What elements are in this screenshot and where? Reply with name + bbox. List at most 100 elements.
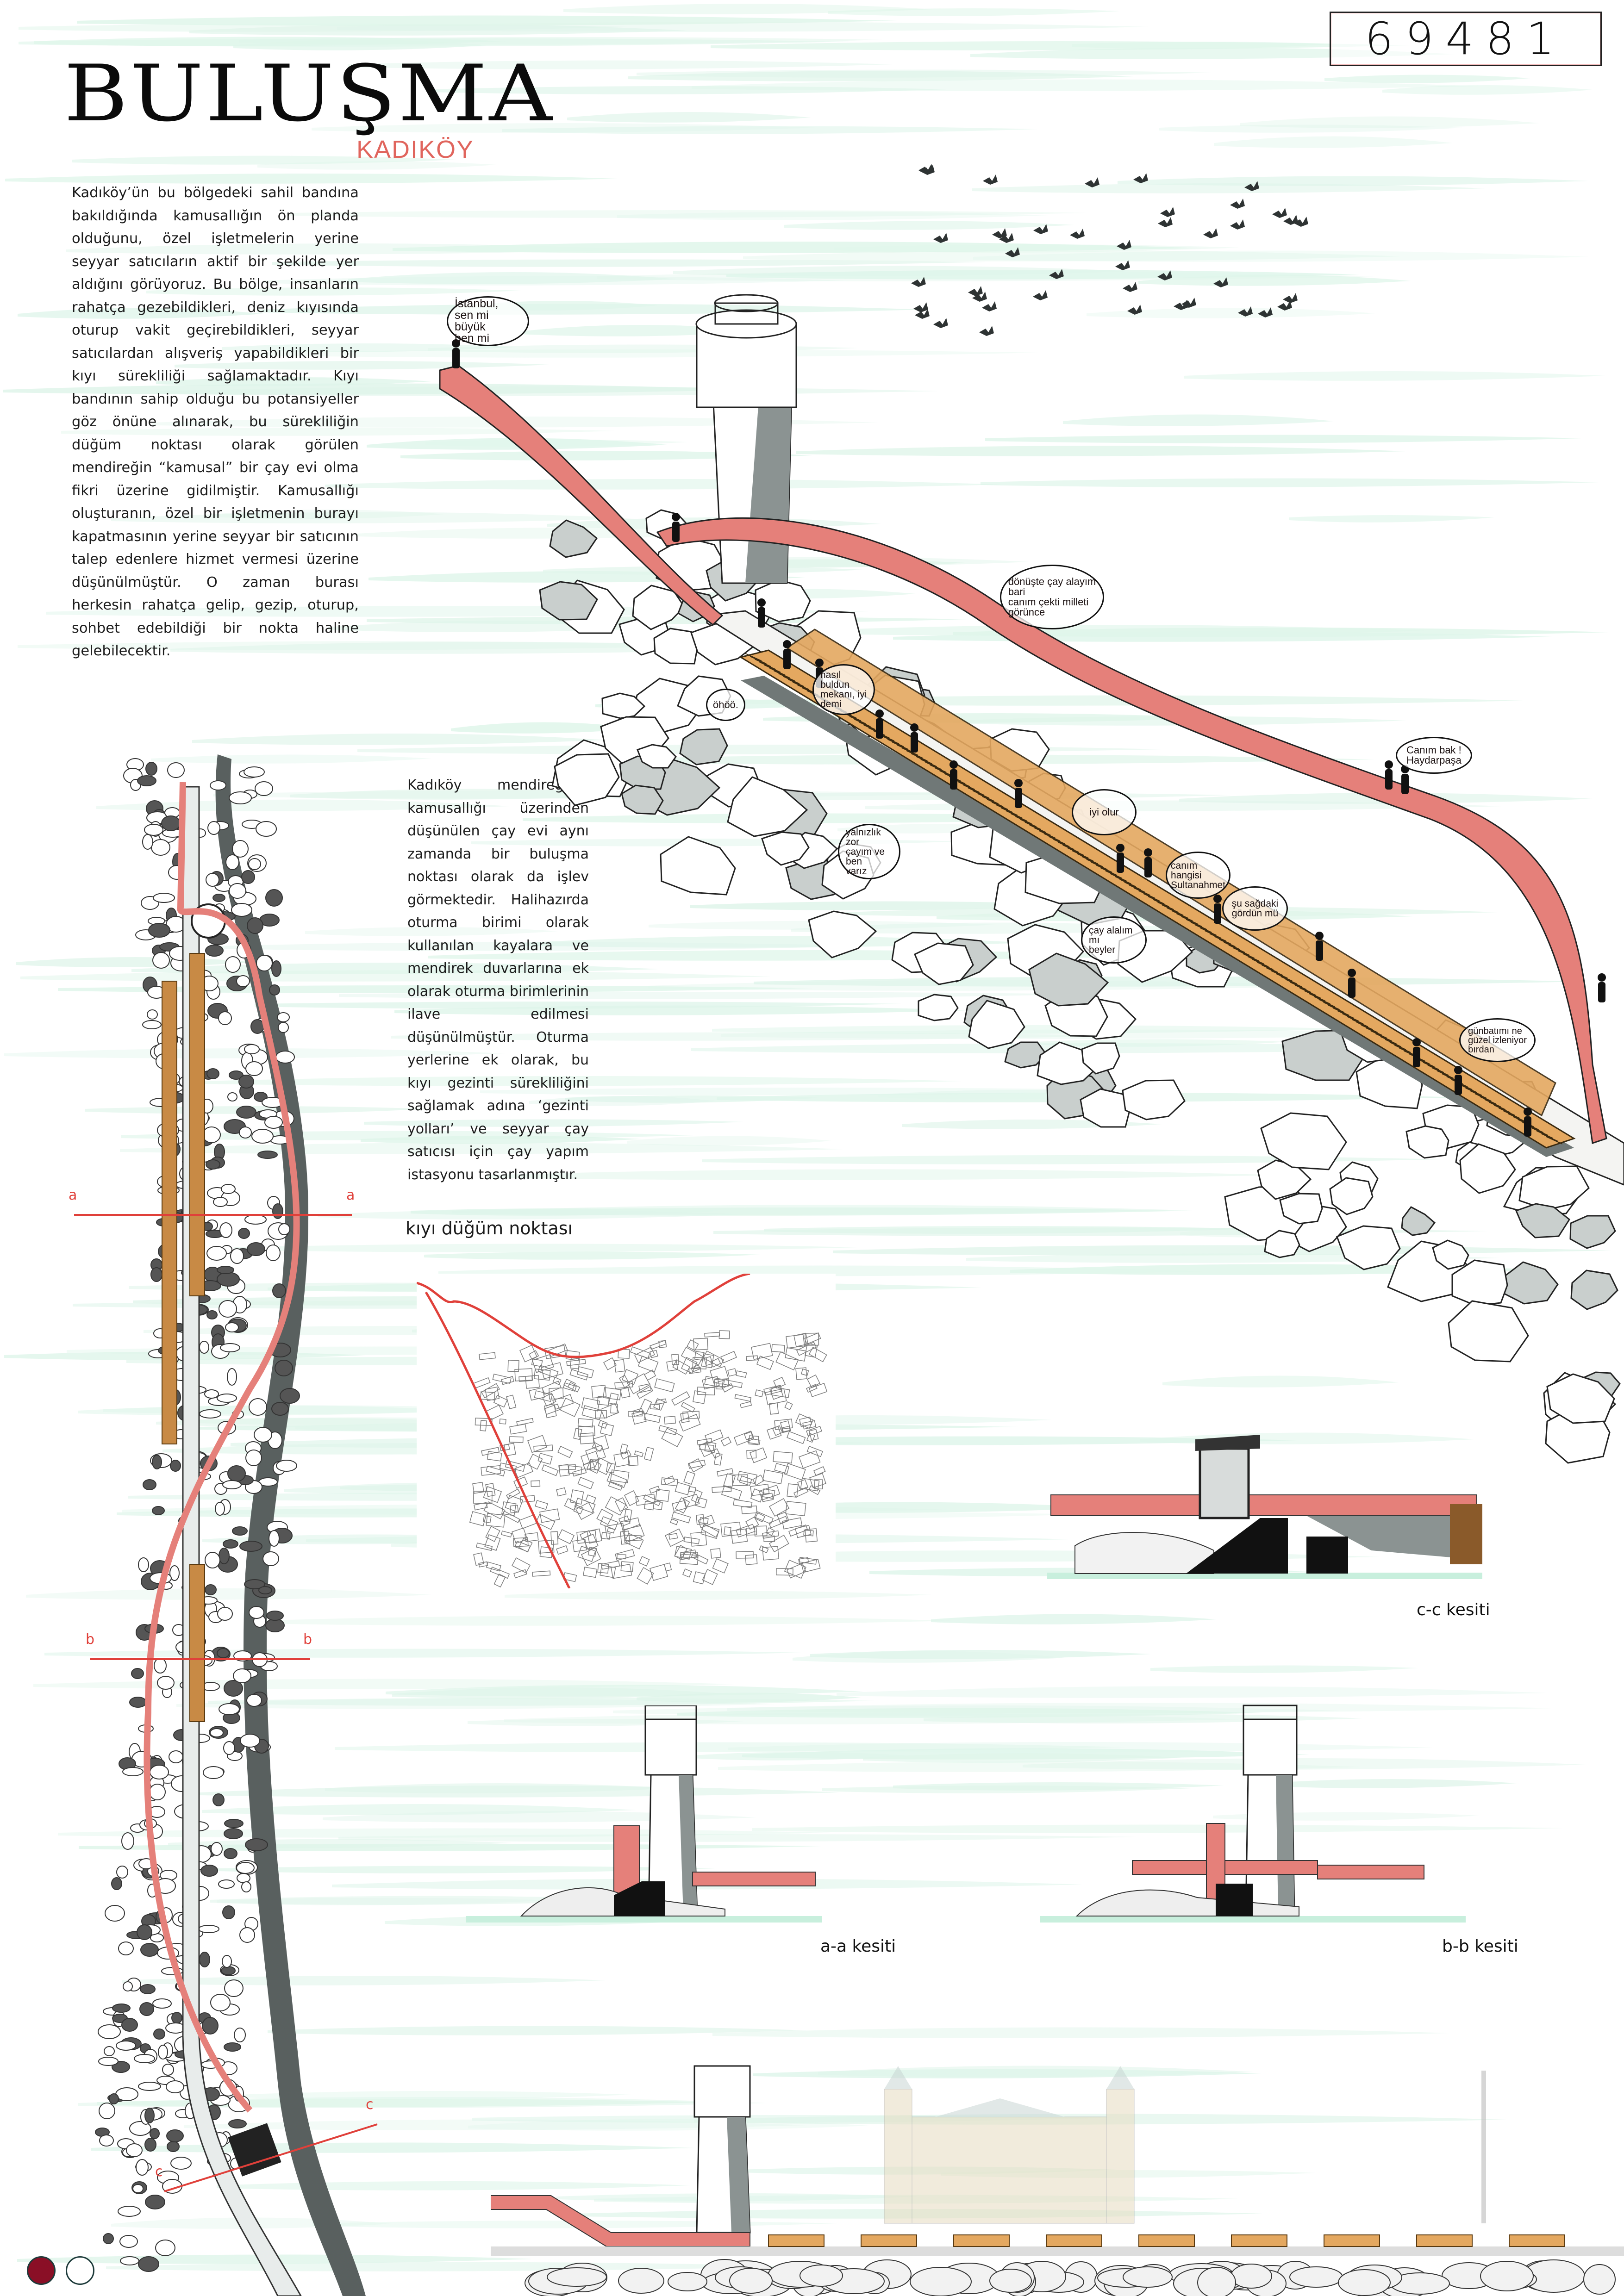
slat <box>759 661 776 670</box>
slat <box>1105 870 1122 879</box>
map-block <box>577 1477 594 1490</box>
water-streak <box>318 1210 744 1220</box>
speech-bubble-haydarpasa: Canım bak ! Haydarpaşa <box>1396 737 1472 774</box>
bird <box>968 286 983 296</box>
rock <box>262 1551 279 1566</box>
map-block <box>793 1332 809 1347</box>
slat <box>1266 967 1283 976</box>
rock <box>239 1927 255 1943</box>
person-head <box>875 709 884 718</box>
map-block <box>637 1356 659 1373</box>
water-streak <box>529 1096 716 1106</box>
slat <box>1418 1059 1435 1067</box>
page-dot-1[interactable] <box>27 2256 56 2285</box>
rock <box>217 1266 234 1274</box>
slat <box>1461 1084 1477 1093</box>
water-streak <box>348 272 676 284</box>
slat <box>1124 882 1141 890</box>
rock <box>152 1506 165 1515</box>
map-block <box>499 1419 506 1425</box>
rock <box>1028 952 1109 1007</box>
map-block <box>805 1528 818 1543</box>
map-block <box>755 1389 764 1398</box>
map-block <box>799 1557 817 1565</box>
rock <box>1518 1165 1590 1211</box>
slat <box>1238 950 1255 959</box>
map-block <box>600 1516 618 1531</box>
map-block <box>564 1498 578 1511</box>
slat <box>991 802 1008 810</box>
slat <box>987 799 1004 807</box>
rock <box>142 1020 162 1029</box>
person-head <box>1385 760 1393 769</box>
bird <box>1213 277 1228 287</box>
rock <box>224 1828 243 1839</box>
map-block <box>535 1513 556 1530</box>
rock <box>155 2240 175 2256</box>
person-body <box>1598 982 1605 1002</box>
map-block <box>650 1340 667 1350</box>
map-block <box>544 1403 560 1415</box>
slat <box>1247 956 1264 964</box>
map-block <box>798 1557 809 1564</box>
water-streak <box>752 1824 1563 1833</box>
person-body <box>1385 769 1393 790</box>
rock <box>1459 1143 1516 1194</box>
slat <box>787 678 805 687</box>
rock <box>139 2002 154 2016</box>
map-block <box>624 1533 644 1549</box>
map-block <box>606 1527 615 1534</box>
map-block <box>720 1521 742 1537</box>
rock <box>199 1341 209 1354</box>
slat <box>1043 833 1061 842</box>
person-body <box>1348 977 1355 998</box>
rock <box>149 1784 166 1800</box>
person-head <box>672 513 680 521</box>
speech-bubble-nasil-buldun: nasıl buldun mekanı, iyi demi <box>812 664 875 715</box>
rock <box>99 2134 114 2147</box>
map-block <box>493 1573 506 1588</box>
map-block <box>661 1427 683 1447</box>
rock <box>167 762 185 778</box>
map-block <box>800 1478 820 1492</box>
section-label-bb: b-b kesiti <box>1442 1937 1518 1956</box>
rock <box>223 1539 238 1549</box>
map-label: kıyı düğüm noktası <box>406 1218 573 1238</box>
speech-bubble-donuste: dönüşte çay alayım bari canım çekti mill… <box>1000 565 1104 629</box>
section-line-c <box>164 2123 378 2192</box>
map-block <box>721 1485 743 1501</box>
map-block <box>469 1511 487 1526</box>
slat <box>1024 821 1042 830</box>
elevation-rocks <box>525 2259 1616 2296</box>
map-block <box>745 1554 758 1565</box>
rock <box>1480 2261 1534 2291</box>
water-streak <box>217 2181 690 2190</box>
rock <box>140 1984 156 1994</box>
map-block <box>487 1451 502 1462</box>
rock <box>153 893 175 903</box>
map-coastline <box>417 1274 750 1358</box>
rock <box>170 2157 192 2170</box>
context-map <box>417 1274 836 1588</box>
map-block <box>775 1568 793 1576</box>
rock <box>223 1741 235 1755</box>
water-streak <box>931 1614 1216 1624</box>
map-block <box>734 1431 754 1446</box>
map-block <box>680 1412 690 1423</box>
map-block <box>704 1441 717 1453</box>
rock <box>122 1767 144 1776</box>
water-streak <box>26 1588 431 1600</box>
slat <box>1546 1136 1563 1145</box>
rock <box>104 2046 115 2056</box>
slat <box>1474 1093 1492 1102</box>
rock <box>166 2080 184 2093</box>
slat <box>1133 887 1150 896</box>
rock <box>132 2184 144 2193</box>
page-dot-2[interactable] <box>66 2256 94 2285</box>
slat <box>1299 987 1316 996</box>
rock <box>549 519 598 558</box>
water-streak <box>1382 85 1592 95</box>
rock <box>808 910 877 958</box>
map-block <box>525 1375 540 1389</box>
map-block <box>736 1551 754 1559</box>
